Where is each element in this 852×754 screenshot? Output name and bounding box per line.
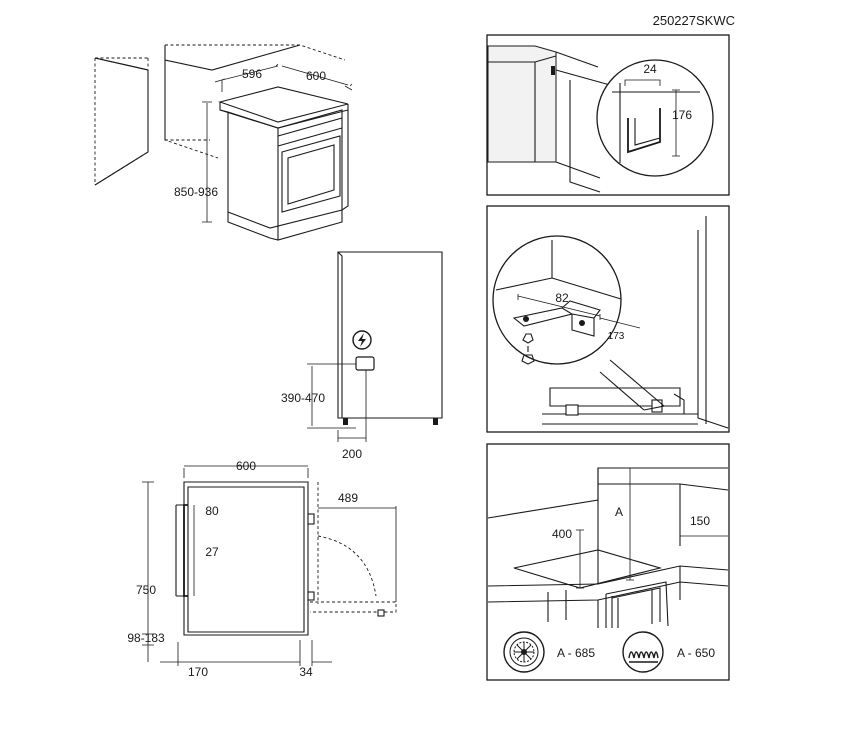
bracket-height-label: 176 [672,108,692,122]
socket-offset-label: 200 [342,447,362,461]
side-plan-view: 600 489 750 98-183 80 27 170 34 [127,459,397,679]
plan-width-label: 600 [236,459,256,473]
lightning-bolt-icon [352,330,372,350]
hood-side-label: 150 [690,514,710,528]
foot-offset-label: 173 [608,331,625,342]
fan-extractor-icon [503,631,545,673]
panel-label: 27 [205,545,219,559]
hood-a-label: A [615,505,623,519]
coil-hood-label: A - 650 [677,646,715,660]
bracket-width-label: 24 [643,62,657,76]
hood-clearance-panel: 400 A 150 A - 685 A - 650 [486,443,730,681]
document-code: 250227SKWC [653,13,735,28]
cooker-3d-view: 596 600 850-936 [94,44,353,241]
socket-height-label: 390-470 [281,391,325,405]
cooker-width-label: 596 [242,67,262,81]
foot-depth-label: 82 [555,291,569,305]
fan-hood-label: A - 685 [557,646,595,660]
bottom-right-label: 34 [299,665,313,679]
cooker-depth-label: 600 [306,69,326,83]
cooker-height-label: 850-936 [174,185,218,199]
plinth-label: 98-183 [127,631,165,645]
handle-depth-label: 80 [205,504,219,518]
plan-height-label: 750 [136,583,156,597]
anti-tilt-bracket-panel: 24 176 [486,34,730,196]
hood-height-label: 400 [552,527,572,541]
foot-bracket-panel: 82 173 [486,205,730,433]
door-swing-label: 489 [338,491,358,505]
heating-coil-icon [622,631,664,673]
bottom-left-label: 170 [188,665,208,679]
electrical-connection-view: 390-470 200 [281,251,443,461]
